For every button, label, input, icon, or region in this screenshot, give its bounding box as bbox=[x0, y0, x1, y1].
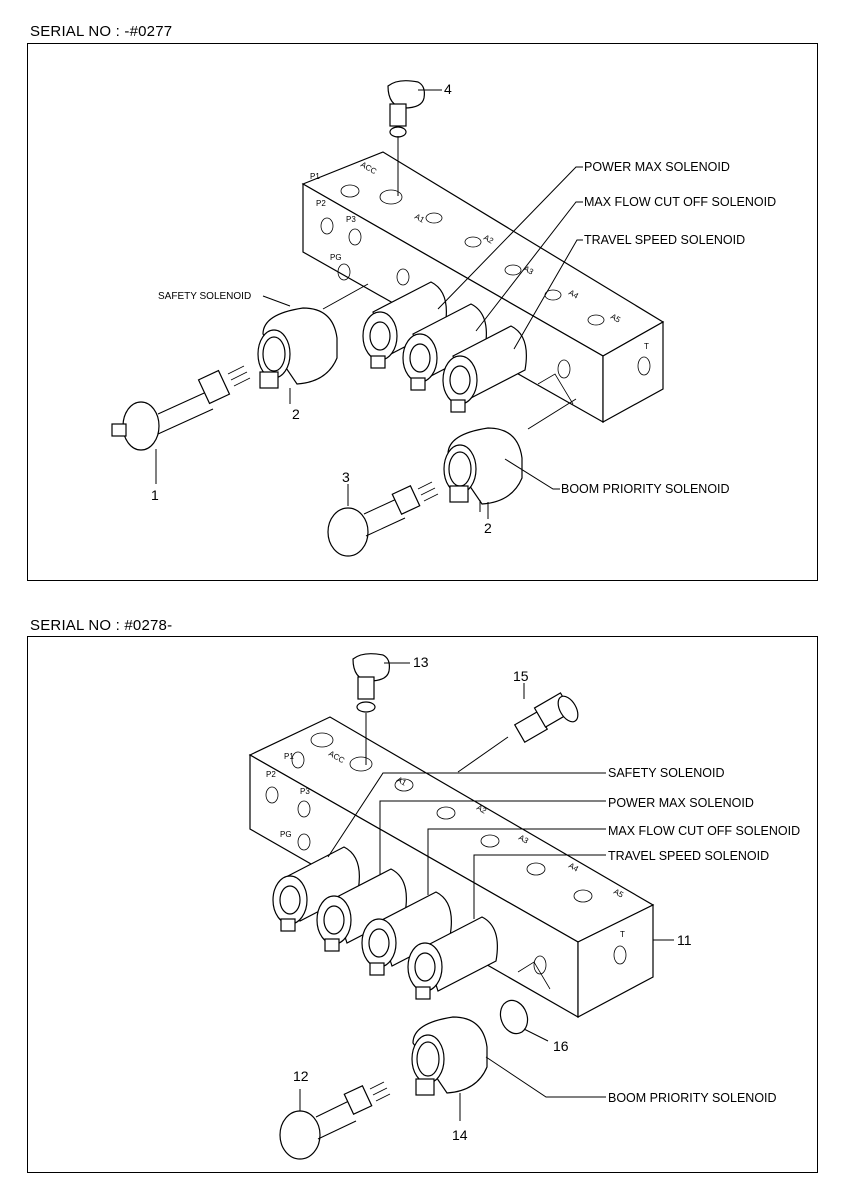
diagram-panel-bottom: P1 ACC P2 P3 A1 A2 PG A3 A4 A5 T bbox=[27, 636, 818, 1173]
part-number-12: 12 bbox=[293, 1068, 309, 1084]
port-label-p2: P2 bbox=[316, 199, 326, 208]
solenoid-valve-diagram-top: P1 ACC P2 P3 A1 A2 PG A3 A4 A5 T bbox=[111, 80, 776, 557]
label-boom-priority-solenoid: BOOM PRIORITY SOLENOID bbox=[561, 482, 730, 496]
port-label-a5: A5 bbox=[612, 887, 625, 900]
port-label-p3: P3 bbox=[300, 787, 310, 796]
part-number-14: 14 bbox=[452, 1127, 468, 1143]
part-number-2-boom: 2 bbox=[484, 520, 492, 536]
port-label-t: T bbox=[620, 930, 625, 939]
leader-lines-bottom bbox=[327, 772, 606, 1098]
solenoid-coil-safety bbox=[272, 846, 360, 932]
cartridge-part-12 bbox=[279, 1081, 391, 1160]
port-label-a2: A2 bbox=[482, 233, 495, 246]
solenoid-coil-power-max bbox=[362, 281, 447, 369]
solenoid-coil-boom-priority bbox=[443, 427, 523, 512]
part-number-1: 1 bbox=[151, 487, 159, 503]
port-label-a4: A4 bbox=[567, 288, 580, 301]
port-label-a5: A5 bbox=[609, 312, 622, 325]
solenoid-coil-max-flow bbox=[402, 303, 487, 391]
part-number-15: 15 bbox=[513, 668, 529, 684]
port-label-pg: PG bbox=[330, 253, 342, 262]
port-label-p3: P3 bbox=[346, 215, 356, 224]
cartridge-part-1 bbox=[111, 365, 251, 484]
serial-number-heading: SERIAL NO : -#0277 bbox=[30, 23, 173, 40]
part-number-16: 16 bbox=[553, 1038, 569, 1054]
port-label-p1: P1 bbox=[310, 172, 320, 181]
leader-lines-top bbox=[262, 166, 583, 519]
label-power-max-solenoid: POWER MAX SOLENOID bbox=[608, 796, 754, 810]
part-number-4: 4 bbox=[444, 81, 452, 97]
port-label-p1: P1 bbox=[284, 752, 294, 761]
part-number-13: 13 bbox=[413, 654, 429, 670]
label-travel-speed-solenoid: TRAVEL SPEED SOLENOID bbox=[584, 233, 745, 247]
plug-part-13 bbox=[352, 653, 410, 765]
part-number-2: 2 bbox=[292, 406, 300, 422]
port-label-a1: A1 bbox=[395, 775, 408, 788]
port-label-a4: A4 bbox=[567, 861, 580, 874]
port-label-a3: A3 bbox=[517, 833, 530, 846]
o-ring-part-16 bbox=[499, 999, 549, 1042]
port-label-a1: A1 bbox=[413, 212, 426, 225]
diagram-panel-top: P1 ACC P2 P3 A1 A2 PG A3 A4 A5 T bbox=[27, 43, 818, 581]
port-label-pg: PG bbox=[280, 830, 292, 839]
solenoid-coil-travel-speed bbox=[442, 325, 527, 413]
cartridge-part-3 bbox=[327, 481, 439, 557]
part-number-11: 11 bbox=[677, 932, 692, 948]
part-number-3: 3 bbox=[342, 469, 350, 485]
solenoid-coil-power-max bbox=[316, 868, 407, 952]
label-max-flow-cut-off-solenoid: MAX FLOW CUT OFF SOLENOID bbox=[584, 195, 776, 209]
solenoid-coil-boom-priority bbox=[411, 1016, 488, 1121]
solenoid-valve-diagram-bottom: P1 ACC P2 P3 A1 A2 PG A3 A4 A5 T bbox=[248, 653, 800, 1160]
port-label-a2: A2 bbox=[475, 803, 488, 816]
port-label-p2: P2 bbox=[266, 770, 276, 779]
label-boom-priority-solenoid: BOOM PRIORITY SOLENOID bbox=[608, 1091, 777, 1105]
serial-number-heading: SERIAL NO : #0278- bbox=[30, 617, 173, 634]
solenoid-coil-travel-speed bbox=[407, 916, 498, 1000]
port-label-t: T bbox=[644, 342, 649, 351]
label-safety-solenoid: SAFETY SOLENOID bbox=[158, 291, 251, 302]
fitting-part-15 bbox=[457, 683, 579, 773]
plug-part-4 bbox=[387, 80, 442, 196]
label-travel-speed-solenoid: TRAVEL SPEED SOLENOID bbox=[608, 849, 769, 863]
label-safety-solenoid: SAFETY SOLENOID bbox=[608, 766, 724, 780]
label-max-flow-cut-off-solenoid: MAX FLOW CUT OFF SOLENOID bbox=[608, 824, 800, 838]
solenoid-coil-max-flow bbox=[361, 891, 452, 976]
solenoid-coil-safety bbox=[257, 307, 338, 404]
label-power-max-solenoid: POWER MAX SOLENOID bbox=[584, 160, 730, 174]
manifold-block: P1 ACC P2 P3 A1 A2 PG A3 A4 A5 T bbox=[301, 151, 665, 424]
